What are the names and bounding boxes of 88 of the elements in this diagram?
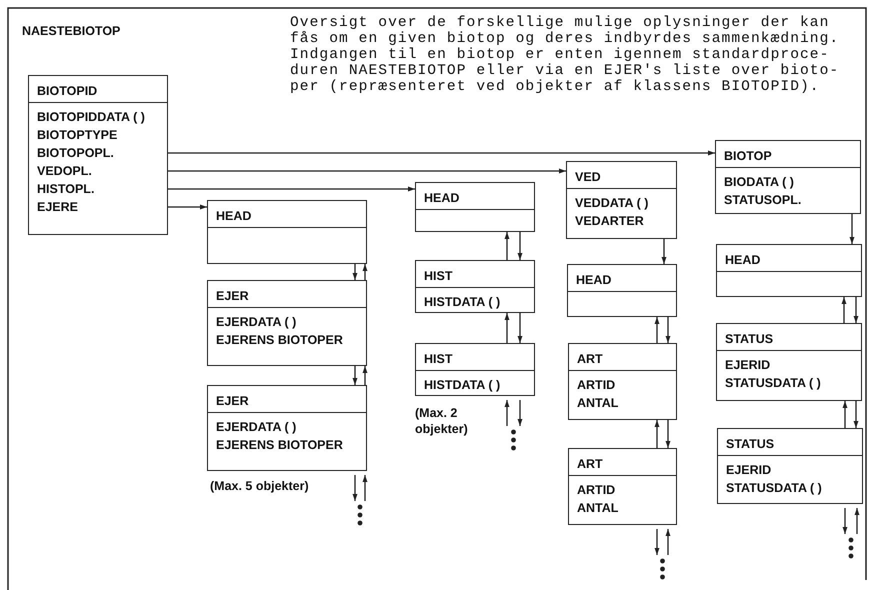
count-note: (Max. 5 objekter) — [210, 478, 310, 494]
arrow — [654, 317, 660, 343]
class-member: EJERDATA ( ) — [216, 314, 298, 331]
arrow — [168, 186, 415, 192]
class-name: HIST — [424, 268, 454, 285]
arrow — [666, 420, 670, 448]
arrow — [654, 529, 660, 555]
class-name: STATUS — [726, 436, 776, 453]
class-box — [716, 323, 862, 401]
class-name: HEAD — [725, 252, 762, 269]
arrow — [854, 508, 860, 534]
class-member: HISTDATA ( ) — [424, 377, 502, 394]
class-box — [715, 140, 861, 214]
class-box — [415, 343, 535, 396]
class-member: STATUSDATA ( ) — [725, 375, 822, 392]
class-name: HIST — [424, 351, 454, 368]
class-member: ANTAL — [577, 395, 620, 412]
class-member: EJERID — [725, 357, 772, 374]
class-box — [567, 264, 677, 317]
arrow — [362, 264, 368, 280]
arrow — [352, 264, 358, 280]
class-box — [28, 75, 168, 235]
arrow — [842, 297, 846, 323]
arrow — [362, 366, 368, 385]
class-name: BIOTOP — [724, 148, 773, 165]
arrow — [854, 297, 858, 323]
description-paragraph: Oversigt over de forskellige mulige oplysninger der kan fås om en given biotop og deres indbyrdes sammenkædning. Indgangen til en biotop er enten igennem standardproce- duren NAESTEBIOTOP eller via en EJER's liste over bioto- per (repræsenteret ved objekter af klassens BIOTOPID). — [290, 15, 840, 95]
class-name: HEAD — [424, 190, 460, 207]
class-name: STATUS — [725, 331, 774, 348]
class-name: BIOTOPID — [37, 83, 98, 100]
class-member: VEDDATA ( ) — [575, 195, 650, 212]
class-member: HISTDATA ( ) — [424, 294, 502, 311]
arrow — [352, 366, 358, 385]
class-box — [207, 280, 367, 366]
arrow — [168, 204, 207, 210]
class-name: ART — [577, 351, 604, 368]
class-name: EJER — [216, 393, 250, 410]
diagram-heading: NAESTEBIOTOP — [22, 24, 122, 38]
arrow — [518, 232, 522, 260]
class-member: BIOTOPTYPE — [37, 127, 118, 144]
arrow — [666, 317, 670, 343]
arrow — [362, 475, 368, 501]
class-name: VED — [575, 169, 602, 186]
class-member: EJERENS BIOTOPER — [216, 437, 344, 454]
class-box — [415, 260, 535, 313]
class-box — [415, 182, 535, 232]
class-member: EJERE — [37, 199, 79, 216]
arrow — [518, 400, 522, 426]
arrow — [842, 401, 848, 428]
class-member: EJERENS BIOTOPER — [216, 332, 344, 349]
class-member: VEDARTER — [575, 213, 645, 230]
class-box — [717, 428, 863, 504]
class-box — [207, 385, 367, 471]
arrow — [168, 168, 566, 174]
class-name: EJER — [216, 288, 250, 305]
class-box — [568, 448, 677, 525]
class-name: ART — [577, 456, 604, 473]
arrow — [518, 313, 522, 343]
arrow — [168, 150, 715, 156]
class-box — [207, 200, 367, 264]
arrow — [666, 529, 670, 555]
class-box — [716, 244, 862, 297]
class-member: BIOTOPOPL. — [37, 145, 115, 162]
arrow — [352, 475, 358, 501]
class-box — [566, 161, 677, 239]
class-name: HEAD — [576, 272, 612, 289]
class-member: BIODATA ( ) — [724, 174, 795, 191]
class-member: STATUSDATA ( ) — [726, 480, 823, 497]
arrow — [854, 401, 858, 428]
class-member: ANTAL — [577, 500, 620, 517]
class-member: EJERDATA ( ) — [216, 419, 298, 436]
class-member: EJERID — [726, 462, 772, 479]
class-member: ARTID — [577, 377, 616, 394]
class-name: HEAD — [216, 208, 252, 225]
arrow — [504, 232, 510, 260]
class-member: BIOTOPIDDATA ( ) — [37, 109, 146, 126]
class-member: STATUSOPL. — [724, 192, 802, 209]
count-note: (Max. 2 objekter) — [415, 405, 469, 437]
class-box — [568, 343, 677, 420]
arrow — [842, 508, 848, 534]
arrow — [654, 420, 660, 448]
class-member: ARTID — [577, 482, 616, 499]
class-member: VEDOPL. — [37, 163, 93, 180]
arrow — [662, 239, 666, 264]
class-member: HISTOPL. — [37, 181, 96, 198]
arrow — [850, 214, 854, 244]
arrow — [504, 313, 510, 343]
arrow — [504, 400, 510, 426]
